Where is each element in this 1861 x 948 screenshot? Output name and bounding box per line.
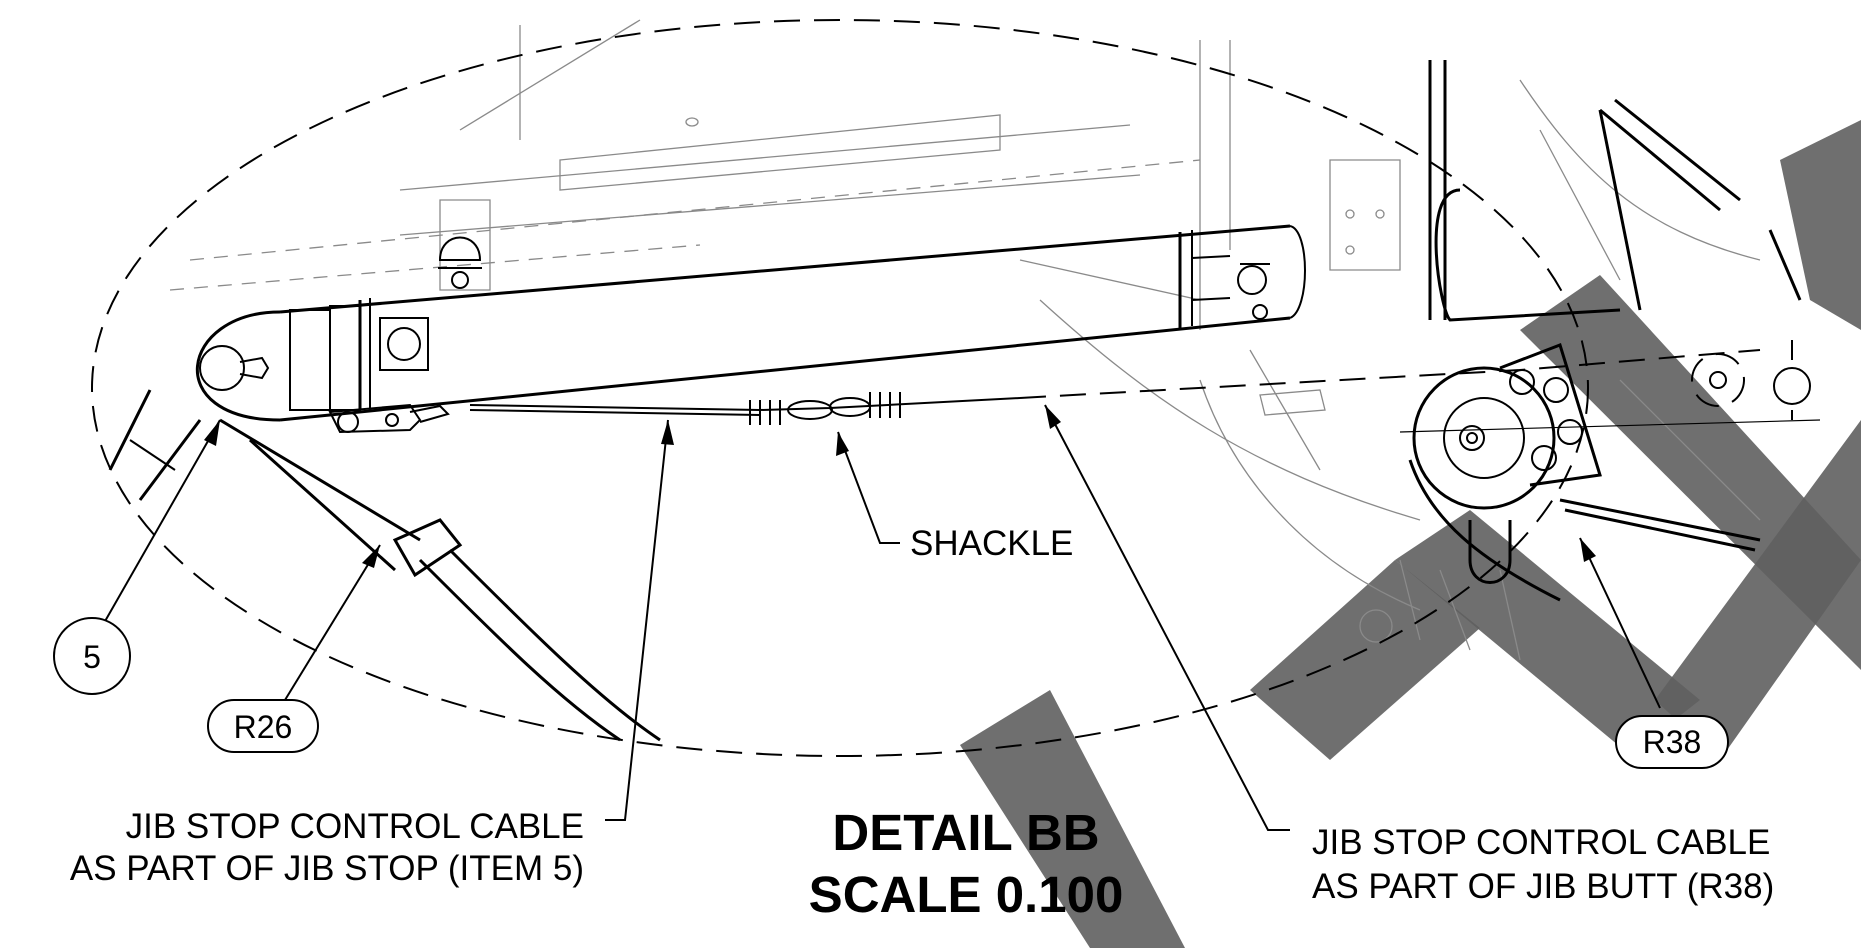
cable-stop-callout-line1: JIB STOP CONTROL CABLE — [126, 807, 584, 846]
arrowheads — [204, 405, 1596, 568]
cable-stop-callout-line2: AS PART OF JIB STOP (ITEM 5) — [70, 849, 584, 888]
cable-butt-callout-line2: AS PART OF JIB BUTT (R38) — [1312, 867, 1774, 906]
jib-butt — [1399, 60, 1821, 602]
detail-title: DETAIL BB — [832, 804, 1099, 861]
jib-stop-arm — [195, 224, 1306, 434]
balloon-item-5-label: 5 — [83, 639, 101, 675]
cable-butt-callout-line1: JIB STOP CONTROL CABLE — [1312, 823, 1770, 862]
jib-stop-cylinder — [108, 389, 661, 742]
balloon-r26-label: R26 — [234, 709, 293, 745]
balloon-r26: R26 — [207, 699, 319, 753]
detail-boundary — [91, 19, 1589, 757]
leader-lines — [99, 404, 1661, 831]
balloon-r38-label: R38 — [1643, 724, 1702, 760]
balloon-r38: R38 — [1615, 715, 1729, 769]
detail-scale: SCALE 0.100 — [809, 866, 1124, 923]
balloon-item-5: 5 — [53, 617, 131, 695]
shackle-callout: SHACKLE — [910, 524, 1073, 563]
